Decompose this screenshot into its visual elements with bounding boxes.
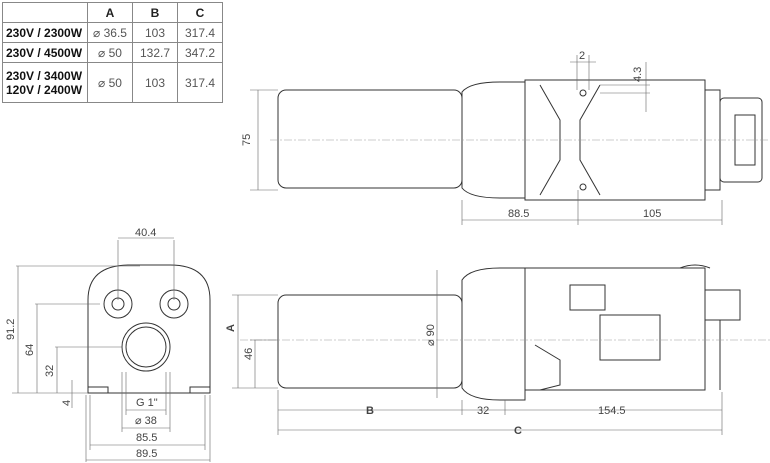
dim-46: 46 — [243, 348, 255, 360]
cell-a: ⌀ 50 — [87, 42, 133, 63]
cell-c: 317.4 — [177, 62, 223, 103]
dim-a: A — [225, 324, 237, 332]
cell-a: ⌀ 50 — [87, 62, 133, 103]
dim-88-5: 88.5 — [508, 208, 529, 220]
dim-105: 105 — [643, 208, 661, 220]
dim-75: 75 — [241, 134, 253, 146]
dim-154-5: 154.5 — [598, 405, 626, 417]
row-label-line: 230V / 3400W — [6, 68, 83, 83]
dim-bore: ⌀ 38 — [135, 415, 157, 427]
dim-32-side: 32 — [477, 405, 489, 417]
dim-4: 4 — [61, 400, 73, 406]
dim-2: 2 — [579, 50, 585, 62]
dim-dia-90: ⌀ 90 — [425, 324, 437, 346]
dim-91-2: 91.2 — [5, 319, 17, 340]
dim-64: 64 — [24, 344, 36, 356]
dim-40-4: 40.4 — [135, 227, 156, 239]
dim-32: 32 — [44, 365, 56, 377]
dim-c: C — [514, 425, 522, 437]
front-view: 40.4 91.2 64 32 4 G 1" ⌀ 38 85.5 89.5 — [5, 227, 211, 462]
row-label-line: 120V / 2400W — [6, 82, 83, 97]
dim-89-5: 89.5 — [136, 448, 157, 460]
cell-c: 317.4 — [177, 22, 223, 43]
dim-b: B — [366, 405, 374, 417]
top-view: 75 88.5 105 2 4.3 — [241, 50, 770, 225]
dim-85-5: 85.5 — [136, 432, 157, 444]
dim-4-3: 4.3 — [632, 67, 644, 82]
cell-b: 103 — [132, 62, 178, 103]
dim-thread: G 1" — [136, 397, 158, 409]
cell-b: 132.7 — [132, 42, 178, 63]
side-view: A 46 ⌀ 90 B 32 154.5 C — [225, 264, 770, 437]
